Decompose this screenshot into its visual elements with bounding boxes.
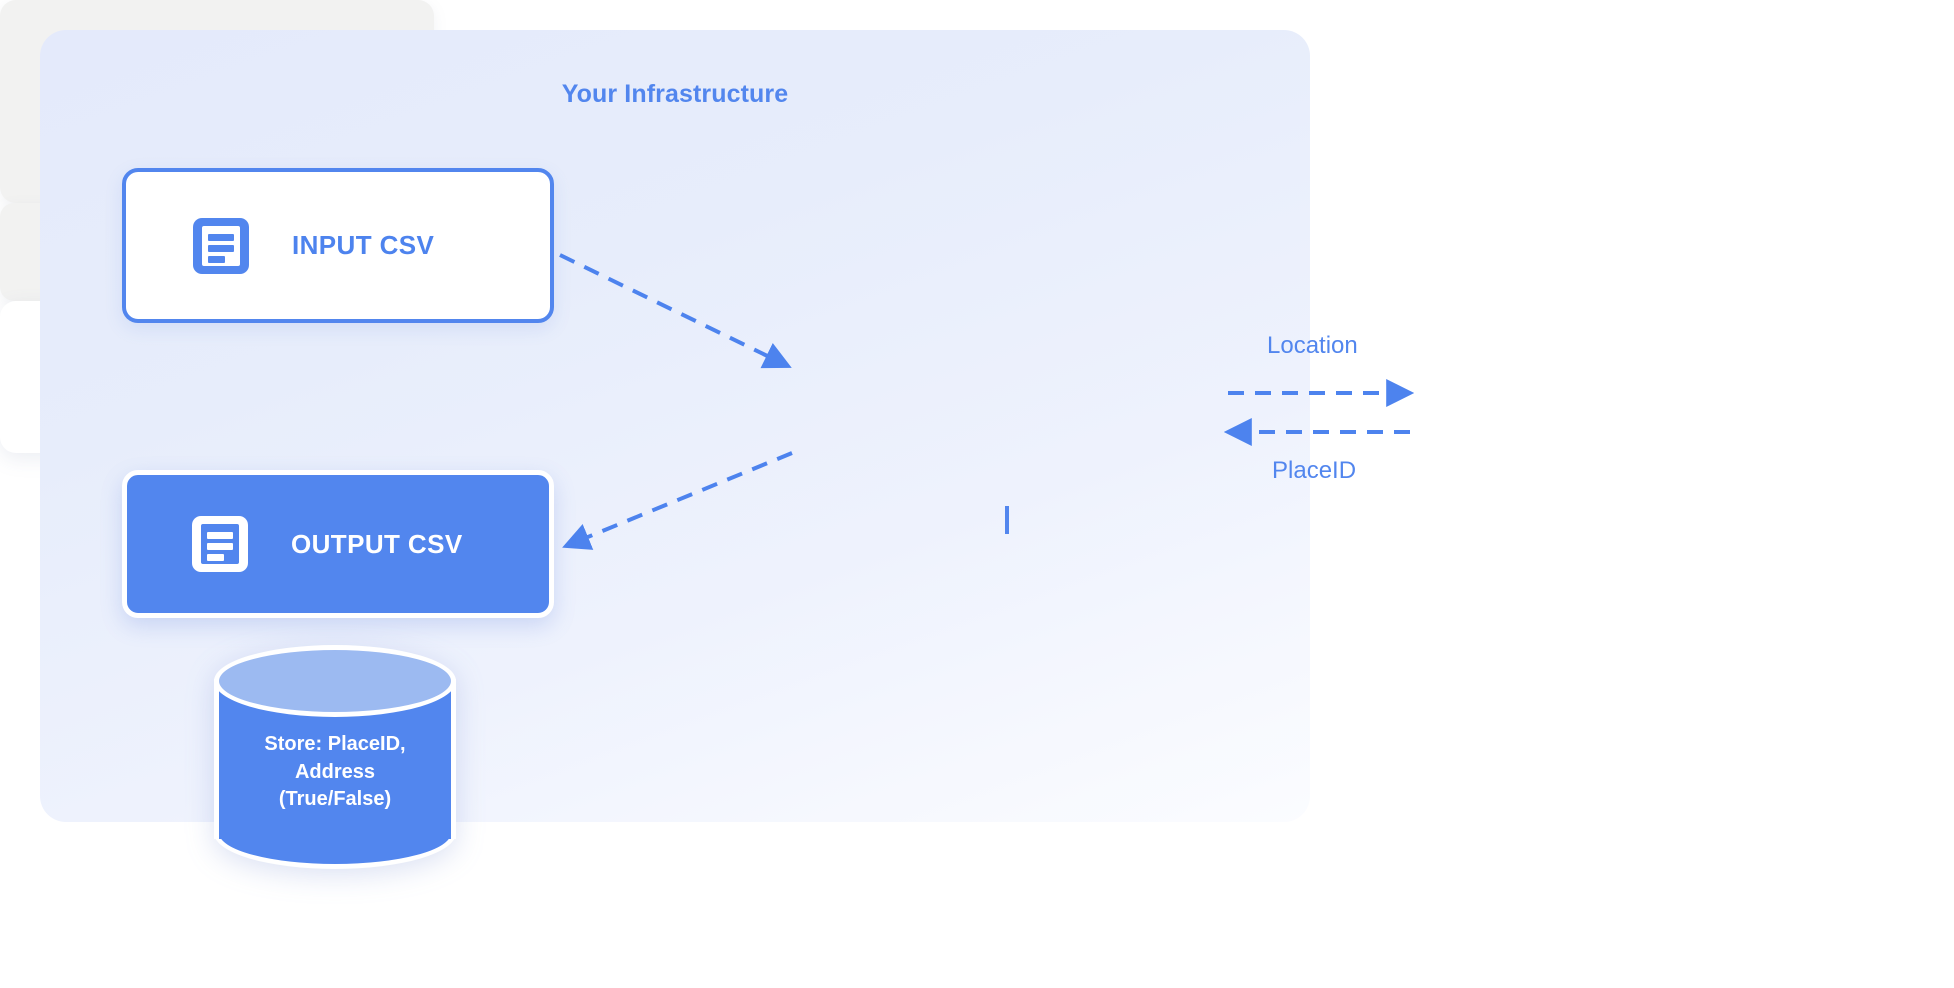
edge-label-location: Location xyxy=(1267,332,1358,359)
document-icon xyxy=(190,215,252,277)
edge-label-placeid: PlaceID xyxy=(1272,457,1357,484)
output-csv-label: OUTPUT CSV xyxy=(291,528,463,559)
node-output-csv[interactable]: OUTPUT CSV xyxy=(122,470,554,618)
node-database[interactable]: Store: PlaceID, Address (True/False) xyxy=(214,645,456,873)
edge-script-to-library xyxy=(1005,506,1009,534)
document-icon xyxy=(189,513,251,575)
panel-title: Your Infrastructure xyxy=(561,80,789,108)
node-input-csv[interactable]: INPUT CSV xyxy=(122,168,554,323)
input-csv-label: INPUT CSV xyxy=(292,230,435,260)
database-top-ellipse xyxy=(214,645,456,717)
database-label: Store: PlaceID, Address (True/False) xyxy=(264,733,406,811)
